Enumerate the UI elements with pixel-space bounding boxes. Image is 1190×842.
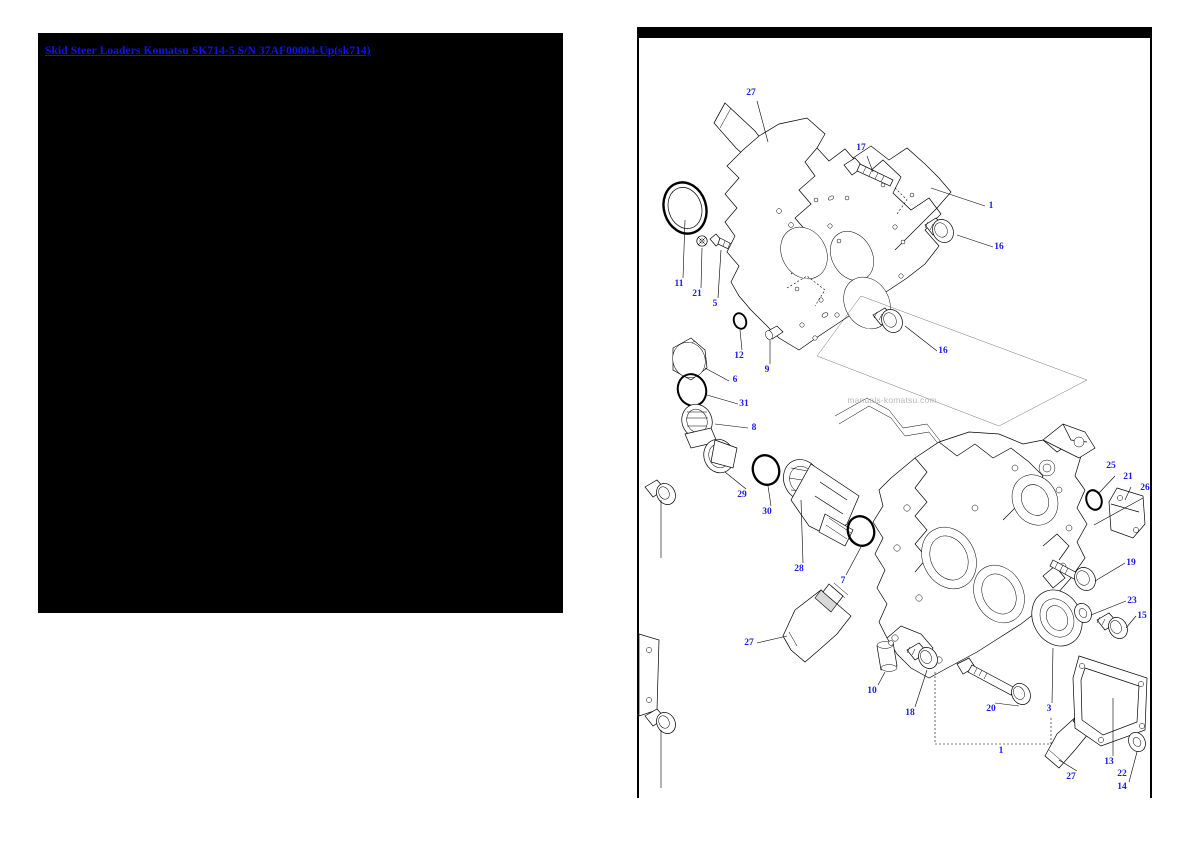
- part-callout-29: 29: [737, 490, 747, 500]
- part-bolt-17: [843, 157, 894, 187]
- part-plug-10: [876, 640, 898, 672]
- part-callout-1: 1: [999, 746, 1004, 756]
- part-callout-22: 22: [1117, 769, 1127, 779]
- part-gasket-13: [1072, 655, 1148, 747]
- diagram-top-bar: [637, 27, 1152, 38]
- part-callout-17: 17: [856, 143, 866, 153]
- part-callout-31: 31: [739, 399, 749, 409]
- watermark-text: manuals-komatsu.com: [847, 395, 936, 405]
- part-side-bolt-upper: [644, 479, 676, 505]
- document-preview-panel: Skid Steer Loaders Komatsu SK714-5 S/N 3…: [38, 33, 563, 613]
- part-callout-9: 9: [765, 365, 770, 375]
- part-gear-pump-housing-1: [872, 423, 1096, 679]
- part-callout-6: 6: [733, 375, 738, 385]
- part-callout-19: 19: [1126, 558, 1136, 568]
- part-dowel-pin-9: [765, 325, 784, 340]
- part-callout-16: 16: [994, 242, 1004, 252]
- part-oring-12: [732, 312, 748, 330]
- part-callout-12: 12: [734, 351, 744, 361]
- part-bolt-16-upper: [924, 217, 954, 243]
- part-callout-21: 21: [1123, 472, 1133, 482]
- diagram-right-border: [1150, 38, 1152, 798]
- part-callout-21: 21: [692, 289, 702, 299]
- part-oring-7: [846, 515, 876, 547]
- part-callout-7: 7: [841, 576, 846, 586]
- callout-label-group: 2717116112151291663182930287252126192315…: [675, 88, 1150, 792]
- part-callout-27: 27: [746, 88, 756, 98]
- part-callout-27: 27: [1066, 772, 1076, 782]
- part-threaded-collar-8: [681, 403, 718, 449]
- part-callout-30: 30: [762, 507, 772, 517]
- part-callout-1: 1: [989, 201, 994, 211]
- part-callout-13: 13: [1104, 757, 1114, 767]
- part-washer-21: [696, 235, 708, 247]
- part-callout-20: 20: [986, 704, 996, 714]
- part-callout-23: 23: [1127, 596, 1137, 606]
- part-bolt-19: [1049, 559, 1096, 591]
- part-seal-cap-6: [672, 337, 708, 381]
- part-callout-16: 16: [938, 346, 948, 356]
- part-callout-25: 25: [1106, 461, 1116, 471]
- part-callout-26: 26: [1140, 483, 1150, 493]
- part-callout-10: 10: [867, 686, 877, 696]
- part-side-bolt-lower: [644, 708, 676, 734]
- part-oil-seal-3: [1031, 589, 1083, 647]
- part-callout-5: 5: [713, 299, 718, 309]
- part-oring-30: [751, 454, 781, 486]
- part-callout-11: 11: [675, 279, 684, 289]
- diagram-left-border: [637, 38, 639, 798]
- part-callout-28: 28: [794, 564, 804, 574]
- part-oring-large-11: [662, 181, 708, 235]
- part-callout-15: 15: [1137, 611, 1147, 621]
- part-gear-housing-gasket: [724, 117, 952, 351]
- part-washer-22: [1128, 732, 1146, 752]
- part-bolt-20-long: [956, 657, 1031, 705]
- document-title-link[interactable]: Skid Steer Loaders Komatsu SK714-5 S/N 3…: [45, 45, 371, 57]
- part-oring-25: [1085, 489, 1103, 511]
- part-callout-3: 3: [1047, 704, 1052, 714]
- part-cover-plate-26: [1108, 487, 1146, 539]
- part-washer-23: [1074, 603, 1092, 623]
- part-bolt-16-lower: [872, 307, 903, 333]
- part-side-plate-left: [639, 633, 660, 717]
- callout-leader-lines: [682, 100, 1144, 783]
- part-sealant-tube-middle: [782, 582, 852, 663]
- part-callout-18: 18: [905, 708, 915, 718]
- part-inlet-pipe-28: [783, 459, 860, 547]
- exploded-parts-drawing: manuals-komatsu.com 27171161121512916631…: [639, 88, 1150, 792]
- part-bolt-18: [906, 642, 938, 669]
- part-bushing-29: [703, 438, 738, 474]
- part-bolt-15: [1096, 612, 1128, 639]
- part-callout-27: 27: [744, 638, 754, 648]
- part-callout-14: 14: [1117, 782, 1127, 792]
- part-callout-8: 8: [752, 423, 757, 433]
